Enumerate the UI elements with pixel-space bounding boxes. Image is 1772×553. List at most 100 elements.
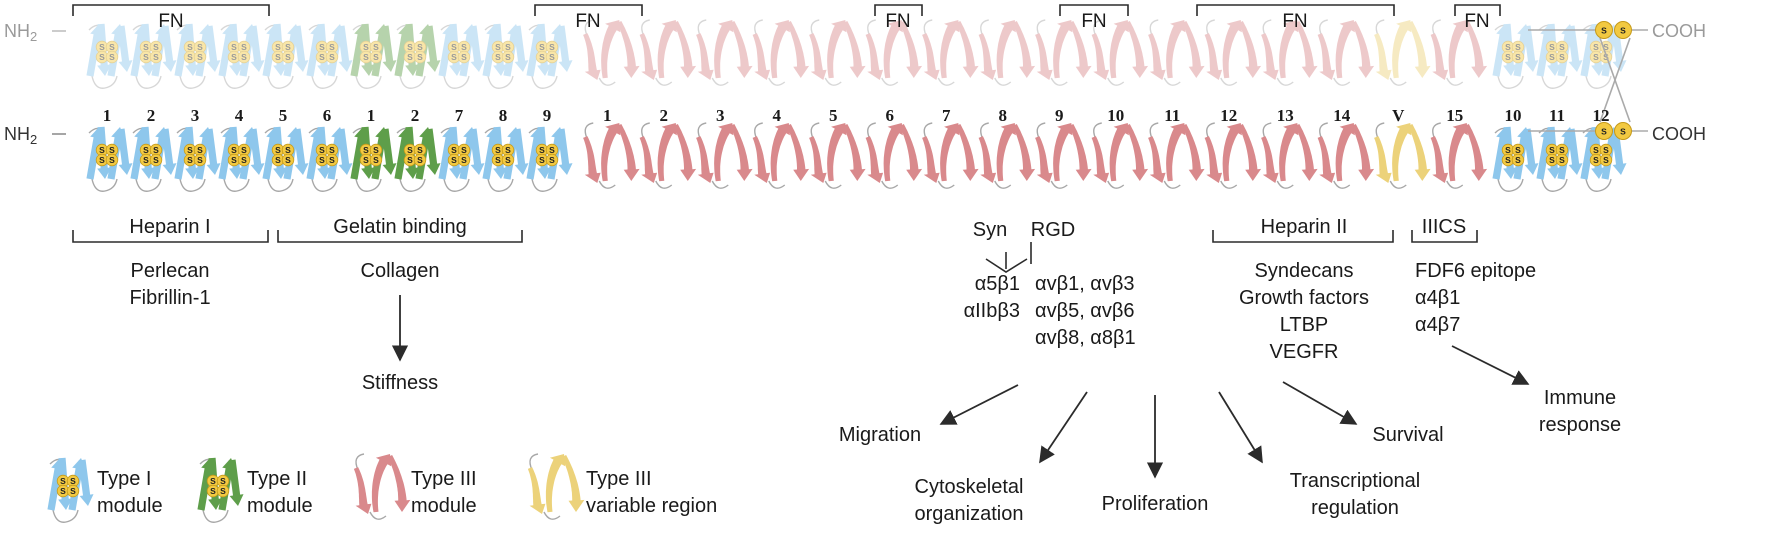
outcome-immune-2: response bbox=[1539, 414, 1621, 436]
module-number: 3 bbox=[191, 106, 200, 125]
type-iii-module bbox=[1091, 122, 1149, 189]
type-iii-variable-module bbox=[1374, 19, 1431, 86]
svg-text:S: S bbox=[1593, 52, 1599, 62]
module-number: 4 bbox=[235, 106, 244, 125]
module-number: 5 bbox=[279, 106, 288, 125]
legend-variable-label-1: Type III bbox=[586, 468, 652, 490]
svg-text:S: S bbox=[461, 145, 467, 155]
svg-text:S: S bbox=[1593, 42, 1599, 52]
svg-text:S: S bbox=[373, 145, 379, 155]
module-number: 2 bbox=[411, 106, 420, 125]
svg-text:S: S bbox=[1559, 42, 1565, 52]
type-iii-module bbox=[865, 19, 923, 86]
outcome-cytoskeletal-1: Cytoskeletal bbox=[915, 476, 1024, 498]
module-number: 14 bbox=[1333, 106, 1351, 125]
type-iii-module bbox=[1091, 19, 1149, 86]
svg-text:S: S bbox=[363, 145, 369, 155]
fn-label: FN bbox=[158, 11, 183, 32]
module-number: 1 bbox=[367, 106, 376, 125]
binder-a5b1: α5β1 bbox=[975, 273, 1020, 295]
type-iii-module bbox=[1261, 122, 1318, 189]
svg-text:S: S bbox=[549, 52, 555, 62]
svg-text:S: S bbox=[539, 42, 545, 52]
domain-heparin-ii: Heparin II bbox=[1261, 216, 1348, 238]
svg-text:S: S bbox=[241, 155, 247, 165]
module-number: 2 bbox=[660, 106, 669, 125]
svg-text:S: S bbox=[231, 145, 237, 155]
svg-text:S: S bbox=[143, 52, 149, 62]
fn-label: FN bbox=[1081, 11, 1106, 32]
domain-syn: Syn bbox=[973, 219, 1007, 241]
outcome-arrows bbox=[391, 295, 1530, 479]
svg-text:S: S bbox=[319, 145, 325, 155]
binder-vegfr: VEGFR bbox=[1270, 341, 1339, 363]
svg-text:S: S bbox=[109, 145, 115, 155]
svg-text:S: S bbox=[505, 52, 511, 62]
svg-text:S: S bbox=[495, 155, 501, 165]
module-number: V bbox=[1392, 106, 1405, 125]
legend-type3-label-2: module bbox=[411, 495, 477, 517]
legend-type2-label-1: Type II bbox=[247, 468, 307, 490]
binder-syndecans: Syndecans bbox=[1255, 260, 1354, 282]
binder-a4b7: α4β7 bbox=[1415, 314, 1460, 336]
svg-text:S: S bbox=[417, 155, 423, 165]
svg-text:S: S bbox=[153, 52, 159, 62]
type-iii-module bbox=[1204, 122, 1262, 189]
type-iii-module bbox=[978, 19, 1036, 86]
binder-collagen: Collagen bbox=[361, 260, 440, 282]
legend-type3-label-1: Type III bbox=[411, 468, 477, 490]
module-number: 4 bbox=[773, 106, 782, 125]
svg-text:S: S bbox=[451, 155, 457, 165]
type-iii-module bbox=[1261, 19, 1318, 86]
type-iii-module bbox=[1035, 19, 1092, 86]
outcome-cytoskeletal-2: organization bbox=[915, 503, 1024, 525]
svg-text:S: S bbox=[231, 52, 237, 62]
type-iii-module bbox=[639, 19, 697, 86]
svg-text:S: S bbox=[1559, 52, 1565, 62]
svg-text:S: S bbox=[461, 155, 467, 165]
svg-text:S: S bbox=[231, 155, 237, 165]
svg-text:S: S bbox=[153, 145, 159, 155]
binder-av-2: αvβ5, αvβ6 bbox=[1035, 300, 1135, 322]
svg-text:S: S bbox=[275, 52, 281, 62]
binder-perlecan: Perlecan bbox=[131, 260, 210, 282]
module-number: 3 bbox=[716, 106, 725, 125]
binder-growth-factors: Growth factors bbox=[1239, 287, 1369, 309]
svg-text:S: S bbox=[417, 145, 423, 155]
module-number: 11 bbox=[1549, 106, 1565, 125]
module-number: 9 bbox=[1055, 106, 1064, 125]
svg-text:S: S bbox=[505, 42, 511, 52]
svg-text:S: S bbox=[275, 155, 281, 165]
module-number: 12 bbox=[1593, 106, 1610, 125]
svg-text:S: S bbox=[187, 145, 193, 155]
svg-text:S: S bbox=[197, 155, 203, 165]
outcome-stiffness: Stiffness bbox=[362, 372, 438, 394]
module-number: 1 bbox=[103, 106, 112, 125]
svg-text:S: S bbox=[285, 145, 291, 155]
svg-text:S: S bbox=[220, 476, 226, 486]
